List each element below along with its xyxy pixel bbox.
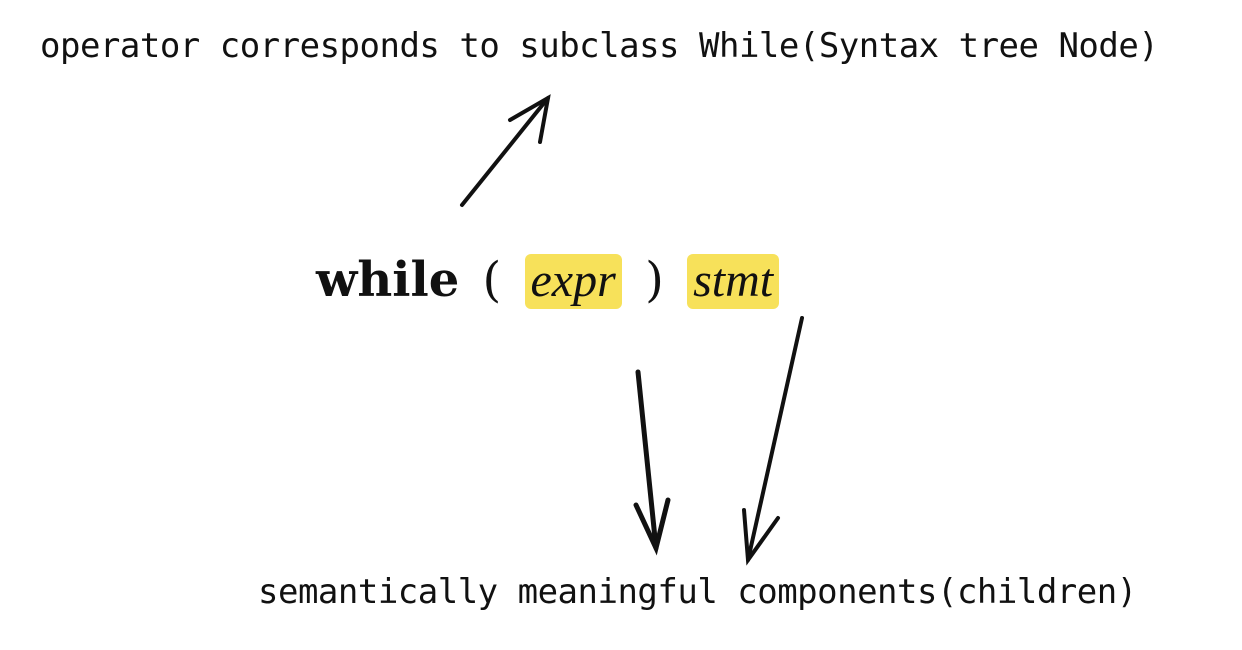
while-statement-syntax: while ( expr ) stmt (316, 252, 780, 309)
while-keyword: while (316, 252, 460, 308)
expr-highlight: expr (524, 254, 622, 309)
stmt-highlight: stmt (687, 254, 780, 309)
arrow-from-expr (633, 369, 671, 556)
arrow-to-operator (460, 94, 551, 207)
components-annotation: semantically meaningful components(child… (258, 572, 1137, 612)
open-paren: ( (482, 252, 502, 308)
arrow-from-stmt (742, 316, 804, 566)
operator-annotation: operator corresponds to subclass While(S… (40, 26, 1159, 66)
close-paren: ) (645, 252, 664, 308)
